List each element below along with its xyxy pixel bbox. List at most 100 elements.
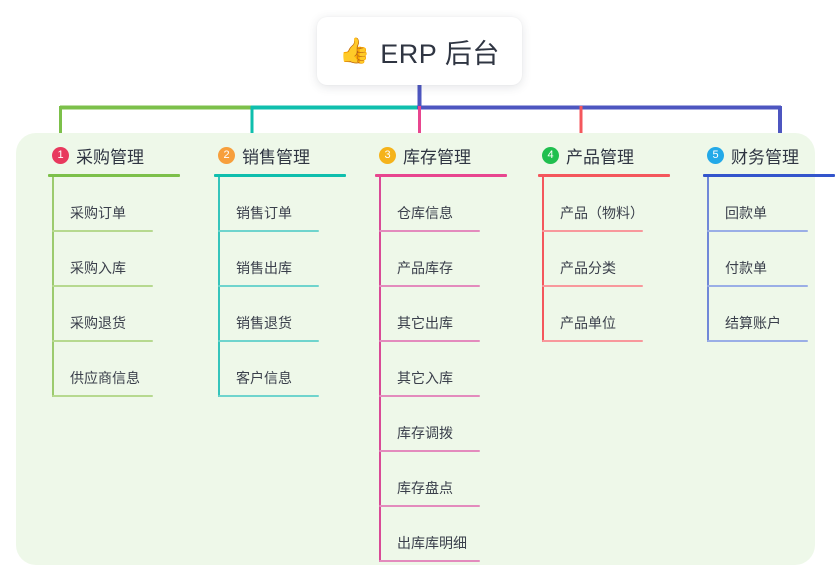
root-node-content: 👍 ERP 后台 <box>339 32 500 71</box>
branch-item-label: 库存盘点 <box>397 480 453 496</box>
branch-item-rule <box>542 230 643 232</box>
branch-item-rule <box>52 230 153 232</box>
branch-item-label: 仓库信息 <box>397 205 453 221</box>
branch-item-rule <box>379 395 480 397</box>
branch-item-label: 销售出库 <box>236 260 292 276</box>
branch-item-label: 产品库存 <box>397 260 453 276</box>
branch-item-rule <box>379 560 480 562</box>
branch-column: 3 库存管理仓库信息产品库存其它出库其它入库库存调拨库存盘点出库库明细 <box>361 133 521 562</box>
branch-item-rule <box>218 340 319 342</box>
branch-item[interactable]: 仓库信息 <box>379 177 521 232</box>
branch-item-label: 采购订单 <box>70 205 126 221</box>
branch-index-badge: 2 <box>218 146 235 164</box>
branch-title: 销售管理 <box>242 147 310 167</box>
branch-item[interactable]: 产品单位 <box>542 287 684 342</box>
branch-item[interactable]: 付款单 <box>707 232 839 287</box>
branch-item-label: 出库库明细 <box>397 535 467 551</box>
branch-item-rule <box>218 395 319 397</box>
branch-item-label: 产品分类 <box>560 260 616 276</box>
branch-item-rule <box>218 285 319 287</box>
branch-columns: 1 采购管理采购订单采购入库采购退货供应商信息 2 销售管理销售订单销售出库销售退货客… <box>16 133 835 565</box>
branch-item-rule <box>707 340 808 342</box>
branch-item-rule <box>52 395 153 397</box>
branch-item[interactable]: 回款单 <box>707 177 839 232</box>
branch-item[interactable]: 产品库存 <box>379 232 521 287</box>
branch-items: 产品（物料） 产品分类产品单位 <box>524 177 684 342</box>
branch-item[interactable]: 供应商信息 <box>52 342 194 397</box>
branch-header-rule <box>703 174 835 177</box>
branch-item[interactable]: 产品（物料） <box>542 177 684 232</box>
branch-item-label: 客户信息 <box>236 370 292 386</box>
branch-item-label: 付款单 <box>725 260 767 276</box>
branch-header[interactable]: 1 采购管理 <box>34 133 194 177</box>
branch-item-rule <box>707 285 808 287</box>
root-title: ERP 后台 <box>380 38 500 69</box>
branch-spine <box>542 177 544 342</box>
branch-item-rule <box>218 230 319 232</box>
branch-header-rule <box>538 174 670 177</box>
branch-header[interactable]: 2 销售管理 <box>200 133 360 177</box>
branch-item-label: 库存调拨 <box>397 425 453 441</box>
branch-item-rule <box>379 505 480 507</box>
branch-header-rule <box>375 174 507 177</box>
branch-item-label: 产品单位 <box>560 315 616 331</box>
branch-item[interactable]: 销售退货 <box>218 287 360 342</box>
branch-item-rule <box>379 230 480 232</box>
branch-item-rule <box>379 450 480 452</box>
branch-header[interactable]: 3 库存管理 <box>361 133 521 177</box>
branch-column: 1 采购管理采购订单采购入库采购退货供应商信息 <box>34 133 194 397</box>
branch-title: 库存管理 <box>403 147 471 167</box>
branch-item[interactable]: 采购入库 <box>52 232 194 287</box>
branch-items: 回款单付款单结算账户 <box>689 177 839 342</box>
branch-item-label: 采购入库 <box>70 260 126 276</box>
branch-spine <box>707 177 709 342</box>
branch-item-rule <box>52 340 153 342</box>
branch-column: 2 销售管理销售订单销售出库销售退货客户信息 <box>200 133 360 397</box>
branch-spine <box>379 177 381 562</box>
branch-item-label: 采购退货 <box>70 315 126 331</box>
branch-item-rule <box>542 340 643 342</box>
branch-item[interactable]: 结算账户 <box>707 287 839 342</box>
branch-item[interactable]: 销售出库 <box>218 232 360 287</box>
branch-item[interactable]: 库存调拨 <box>379 397 521 452</box>
branch-item[interactable]: 采购订单 <box>52 177 194 232</box>
branch-item[interactable]: 其它入库 <box>379 342 521 397</box>
branch-item-label: 销售订单 <box>236 205 292 221</box>
thumbs-up-icon: 👍 <box>339 36 371 65</box>
branch-items: 仓库信息产品库存其它出库其它入库库存调拨库存盘点出库库明细 <box>361 177 521 562</box>
branch-index-badge: 1 <box>52 146 69 164</box>
branch-item-rule <box>52 285 153 287</box>
branch-index-badge: 3 <box>379 146 396 164</box>
branch-item[interactable]: 采购退货 <box>52 287 194 342</box>
branch-index-badge: 5 <box>707 146 724 164</box>
branch-items: 销售订单销售出库销售退货客户信息 <box>200 177 360 397</box>
branch-item[interactable]: 库存盘点 <box>379 452 521 507</box>
branch-item[interactable]: 产品分类 <box>542 232 684 287</box>
branch-item-label: 其它入库 <box>397 370 453 386</box>
branch-title: 采购管理 <box>76 147 144 167</box>
branch-item-rule <box>379 285 480 287</box>
branch-title: 产品管理 <box>566 147 634 167</box>
branch-item[interactable]: 出库库明细 <box>379 507 521 562</box>
root-node[interactable]: 👍 ERP 后台 <box>317 17 522 85</box>
branch-header-rule <box>214 174 346 177</box>
branch-item-label: 回款单 <box>725 205 767 221</box>
branch-item[interactable]: 其它出库 <box>379 287 521 342</box>
branch-item-rule <box>707 230 808 232</box>
branch-item-label: 产品（物料） <box>560 205 644 221</box>
branch-item[interactable]: 销售订单 <box>218 177 360 232</box>
branch-item-label: 其它出库 <box>397 315 453 331</box>
branch-spine <box>52 177 54 397</box>
branch-item-label: 结算账户 <box>725 315 781 331</box>
branches-panel <box>16 133 815 565</box>
branch-item-rule <box>542 285 643 287</box>
branch-item-label: 供应商信息 <box>70 370 140 386</box>
branch-item-rule <box>379 340 480 342</box>
branch-items: 采购订单采购入库采购退货供应商信息 <box>34 177 194 397</box>
branch-item[interactable]: 客户信息 <box>218 342 360 397</box>
